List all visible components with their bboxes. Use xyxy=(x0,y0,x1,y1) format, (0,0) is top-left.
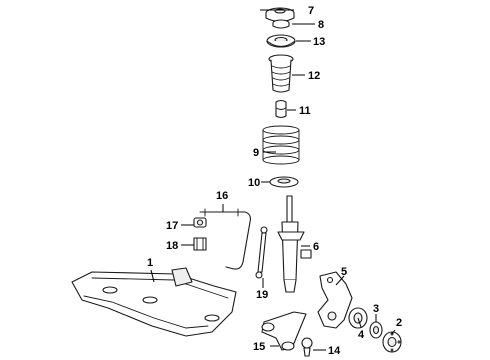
bushing-part xyxy=(193,217,207,228)
coil-spring-part xyxy=(262,125,300,165)
callout-10: 10 xyxy=(248,177,260,189)
callout-18: 18 xyxy=(166,240,178,252)
callout-14: 14 xyxy=(328,345,341,357)
callout-11: 11 xyxy=(299,105,311,117)
bracket-part xyxy=(193,237,207,251)
stabilizer-link-part xyxy=(255,226,268,279)
bump-stop-part xyxy=(275,99,287,119)
callout-9: 9 xyxy=(253,147,259,159)
stabilizer-bar-part xyxy=(199,208,251,270)
strut-absorber-part xyxy=(277,195,312,293)
crossmember-part xyxy=(71,267,237,337)
callout-13: 13 xyxy=(313,36,325,48)
callout-19: 19 xyxy=(256,289,268,301)
callout-leaders xyxy=(150,9,396,351)
callout-2: 2 xyxy=(396,317,402,329)
upper-spring-seat-part xyxy=(266,34,296,48)
callout-6: 6 xyxy=(313,241,319,253)
callout-16: 16 xyxy=(216,190,228,202)
bearing-part xyxy=(272,19,290,29)
callout-7: 7 xyxy=(308,5,314,17)
seal-ring-part xyxy=(369,321,383,339)
lower-insulator-part xyxy=(269,176,299,188)
callout-5: 5 xyxy=(341,266,347,278)
callout-8: 8 xyxy=(318,19,324,31)
callout-4: 4 xyxy=(358,329,365,341)
lower-control-arm-part xyxy=(261,311,307,351)
callout-15: 15 xyxy=(253,341,265,353)
ball-joint-part xyxy=(301,337,313,357)
steering-knuckle-part xyxy=(317,271,353,329)
callout-1: 1 xyxy=(147,257,153,269)
wheel-hub-part xyxy=(382,331,402,353)
dust-boot-part xyxy=(268,54,294,93)
callout-3: 3 xyxy=(373,303,379,315)
callout-12: 12 xyxy=(308,70,320,82)
callout-17: 17 xyxy=(166,220,178,232)
